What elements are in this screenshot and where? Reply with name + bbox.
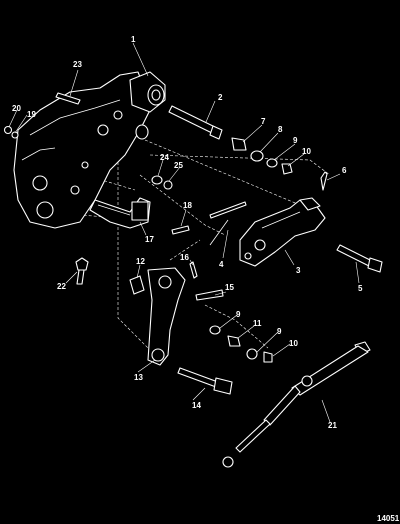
hardware-stack-7-10 [231,137,293,175]
callout-15: 15 [225,283,234,292]
part-20-nut [3,125,13,135]
callout-11: 11 [253,319,262,328]
callout-6: 6 [342,166,347,175]
part-25-nut [163,180,173,190]
part-24-washer [151,175,163,185]
part-17-switch [89,197,151,229]
part-5-bolt [336,244,383,273]
callout-8: 8 [278,125,283,134]
callout-2: 2 [218,93,223,102]
callout-12: 12 [136,257,145,266]
drawing-number: 14051 [377,514,400,523]
part-18-screw [171,225,190,235]
callout-9: 9 [293,136,298,145]
part-3-bracket [239,197,326,267]
callout-21: 21 [328,421,337,430]
part-6-pin [320,171,328,191]
part-4-rod [209,201,247,219]
callout-20: 20 [12,104,21,113]
callout-10-lower: 10 [289,339,298,348]
callout-24: 24 [160,153,169,162]
part-16-pin [189,261,198,279]
part-12-clip [129,275,145,295]
part-22-bolt [75,257,89,285]
part-15-pin [195,289,224,301]
part-1-hub [129,71,166,140]
callout-14: 14 [192,401,201,410]
part-19-washer [11,131,19,139]
callout-25: 25 [174,161,183,170]
part-23-stud [55,92,81,105]
callout-23: 23 [73,60,82,69]
part-4-rod-b [209,219,229,246]
hardware-stack-lower [209,325,273,363]
callout-5: 5 [358,284,363,293]
bracket-plate [13,71,151,229]
callout-9-lowest: 9 [277,327,282,336]
callout-1: 1 [131,35,136,44]
callout-19: 19 [27,110,36,119]
callouts: 1 2 3 4 5 6 7 8 9 10 11 12 13 14 15 16 1… [12,35,363,430]
callout-18: 18 [183,201,192,210]
callout-13: 13 [134,373,143,382]
part-2-bolt [168,105,223,140]
callout-22: 22 [57,282,66,291]
callout-17: 17 [145,235,154,244]
leader-lines [8,42,360,423]
callout-3: 3 [296,266,301,275]
part-14-bolt [177,367,233,395]
callout-10: 10 [302,147,311,156]
part-21-cable [222,341,371,468]
callout-4: 4 [219,260,224,269]
callout-7: 7 [261,117,266,126]
callout-16: 16 [180,253,189,262]
callout-9-lower: 9 [236,310,241,319]
part-13-lever [147,267,186,366]
